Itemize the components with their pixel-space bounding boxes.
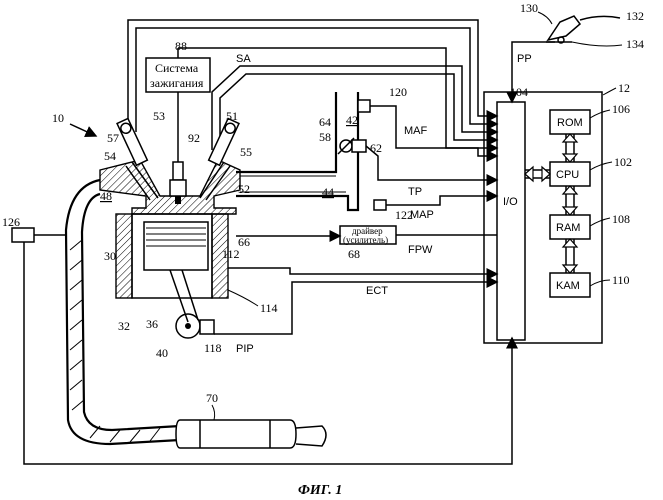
ref-134: 134 [626,37,644,51]
ref-120: 120 [389,85,407,99]
figure-caption: ФИГ. 1 [298,483,342,498]
maf-sensor-120 [358,100,370,112]
pip-sensor-118 [200,320,214,334]
sa-label: SA [236,53,251,65]
ref-42: 42 [346,113,358,127]
ref-126: 126 [2,215,20,229]
ref-110: 110 [612,273,630,287]
ref-40: 40 [156,346,168,360]
ref-122: 122 [395,208,413,222]
ignition-system-88: Система зажигания [146,48,210,162]
maf-label: MAF [404,125,428,137]
cpu-label: CPU [556,169,579,181]
ref-106: 106 [612,102,630,116]
pp-label: PP [517,53,532,65]
ref-52: 52 [238,182,250,196]
accelerator-pedal-130 [546,16,620,43]
ref-88: 88 [175,39,187,53]
ref-44: 44 [322,185,334,199]
pedal-plate [548,16,580,40]
ref-66: 66 [238,235,250,249]
fpw-label: FPW [408,244,433,256]
ref-118: 118 [204,341,222,355]
ref-36: 36 [146,317,158,331]
ect-label: ECT [366,285,388,297]
ref-64: 64 [319,115,331,129]
pip-label: PIP [236,343,254,355]
ref-62: 62 [370,141,382,155]
controller-12: I/O ROM CPU RAM KAM [484,92,602,343]
map-sensor-122 [374,200,386,210]
ref-112: 112 [222,247,240,261]
engine-10 [100,118,240,338]
intake-manifold-44 [236,92,386,210]
ref-130: 130 [520,1,538,15]
ref-48: 48 [100,189,112,203]
block-wall-left [116,214,132,298]
rom-label: ROM [557,117,583,129]
ref-51: 51 [226,109,238,123]
ref-58: 58 [319,130,331,144]
ignition-line1: Система [155,61,199,75]
ram-label: RAM [556,222,580,234]
ref-10: 10 [52,111,64,125]
driver-line2: (усилитель) [343,235,388,245]
ref-55: 55 [240,145,252,159]
ref-68: 68 [348,247,360,261]
ect-line [228,268,497,274]
tp-label: TP [408,186,422,198]
ref-114: 114 [260,301,278,315]
ref-57: 57 [107,131,119,145]
catalytic-converter-70 [176,420,326,448]
io-label: I/O [503,196,518,208]
pip-line [214,282,497,334]
io-block [497,102,525,340]
ref-30: 30 [104,249,116,263]
ref-132: 132 [626,9,644,23]
egos-sensor-126 [12,228,34,242]
ref-102: 102 [614,155,632,169]
ref-92: 92 [188,131,200,145]
ref-12: 12 [618,81,630,95]
ref-32: 32 [118,319,130,333]
ref-53: 53 [153,109,165,123]
ignition-line2: зажигания [150,76,204,90]
map-label: MAP [410,209,434,221]
ref-54: 54 [104,149,116,163]
kam-label: KAM [556,280,580,292]
ref-70: 70 [206,391,218,405]
ref-108: 108 [612,212,630,226]
